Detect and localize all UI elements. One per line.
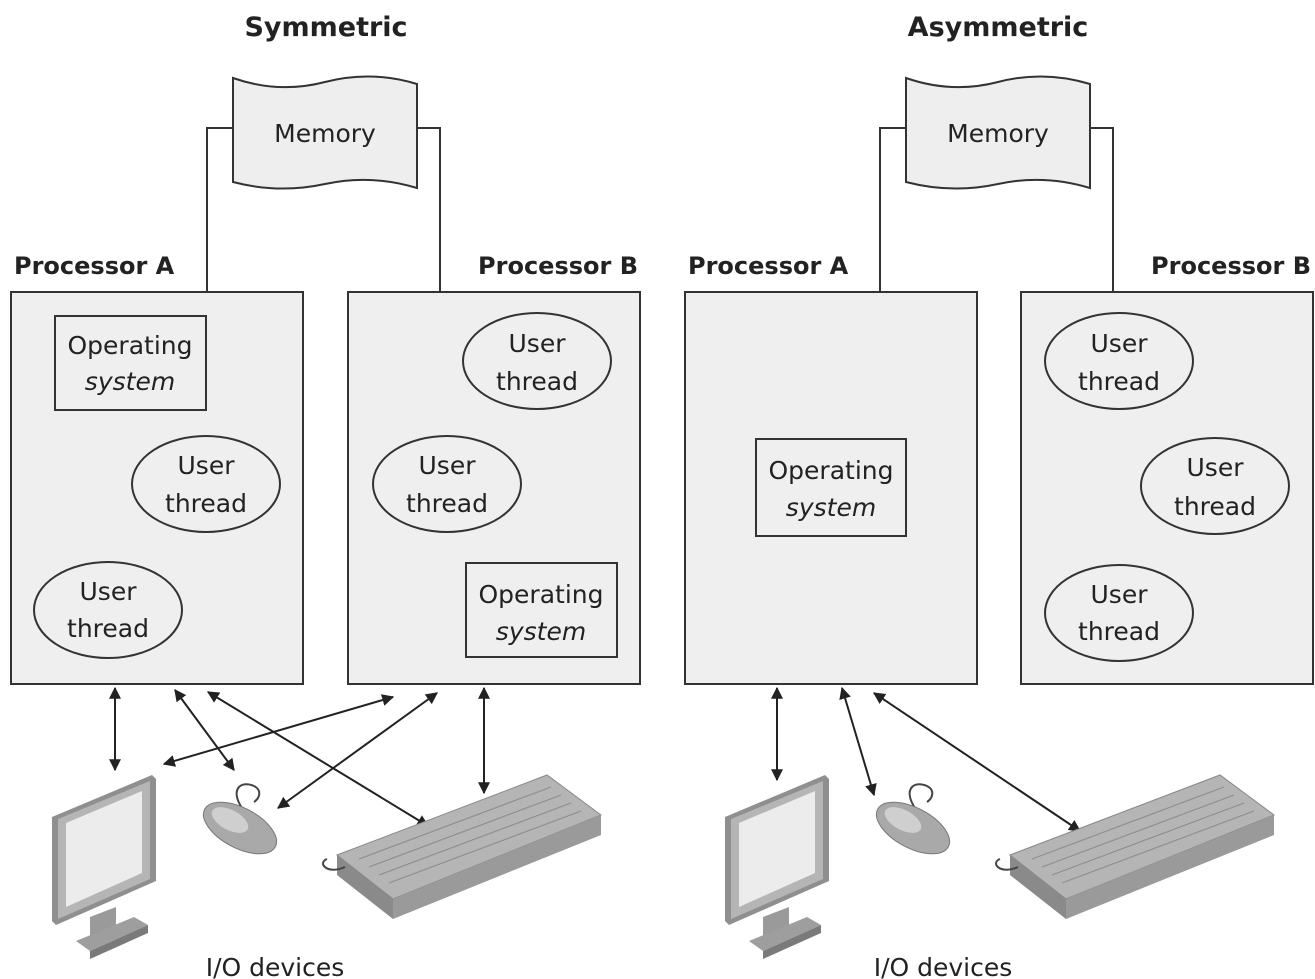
symmetric-io-devices-label: I/O devices	[206, 953, 345, 979]
asymmetric-memory-bus-a	[879, 127, 906, 292]
asymmetric-processor-b-label: Processor B	[1151, 252, 1311, 280]
keyboard-icon	[995, 774, 1275, 920]
asymmetric-processor-a-os-line2: system	[786, 493, 876, 522]
asymmetric-processor-b-box	[1020, 291, 1314, 685]
mouse-icon	[194, 783, 286, 866]
asymmetric-processor-b-thread3	[1044, 564, 1194, 662]
symmetric-title: Symmetric	[244, 12, 407, 43]
asymmetric-arrow-a-keyboard	[873, 692, 1081, 832]
symmetric-processor-b-thread1-line1: User	[509, 329, 567, 358]
symmetric-processor-a-os-line1: Operating	[68, 331, 193, 360]
symmetric-arrow-b-monitor	[162, 694, 395, 767]
asymmetric-processor-a-box	[684, 291, 978, 685]
asymmetric-processor-b-thread2-line2: thread	[1174, 492, 1256, 521]
asymmetric-processor-a-label: Processor A	[688, 252, 849, 280]
symmetric-processor-a-thread2-line1: User	[80, 577, 138, 606]
asymmetric-processor-a-os-box	[755, 438, 907, 537]
asymmetric-io-devices-label: I/O devices	[874, 953, 1013, 979]
symmetric-processor-b-thread2-line1: User	[419, 451, 477, 480]
asymmetric-title: Asymmetric	[908, 12, 1089, 43]
symmetric-processor-b-os-line2: system	[496, 617, 586, 646]
symmetric-memory-bus-a	[206, 127, 233, 292]
asymmetric-memory-label: Memory	[947, 119, 1049, 148]
symmetric-processor-a-thread1-line2: thread	[165, 489, 247, 518]
monitor-icon	[52, 775, 156, 959]
symmetric-processor-b-box	[347, 291, 641, 685]
asymmetric-processor-a-os-line1: Operating	[769, 456, 894, 485]
symmetric-processor-a-label: Processor A	[14, 252, 175, 280]
asymmetric-memory-bus-b	[1090, 127, 1114, 292]
symmetric-memory-bus-b	[417, 127, 441, 292]
symmetric-processor-b-os-line1: Operating	[479, 580, 604, 609]
symmetric-processor-a-os-box	[54, 315, 207, 411]
symmetric-processor-a-os-line2: system	[85, 367, 175, 396]
symmetric-processor-b-label: Processor B	[478, 252, 638, 280]
symmetric-processor-b-thread2	[372, 435, 522, 533]
asymmetric-processor-b-thread1-line2: thread	[1078, 367, 1160, 396]
symmetric-processor-a-thread1-line1: User	[178, 451, 236, 480]
mouse-icon	[867, 783, 959, 866]
symmetric-processor-a-thread2	[33, 561, 183, 659]
keyboard-icon	[322, 774, 602, 920]
asymmetric-processor-b-thread1	[1044, 312, 1194, 410]
monitor-icon	[725, 775, 829, 959]
asymmetric-processor-b-thread3-line2: thread	[1078, 617, 1160, 646]
symmetric-arrow-b-mouse	[277, 692, 438, 809]
symmetric-processor-a-thread2-line2: thread	[67, 614, 149, 643]
symmetric-processor-b-thread2-line2: thread	[406, 489, 488, 518]
symmetric-processor-b-thread1	[462, 312, 612, 410]
asymmetric-processor-b-thread1-line1: User	[1091, 329, 1149, 358]
symmetric-processor-b-os-box	[465, 562, 618, 658]
asymmetric-processor-b-thread2	[1140, 437, 1290, 535]
symmetric-memory-label: Memory	[274, 119, 376, 148]
asymmetric-processor-b-thread3-line1: User	[1091, 580, 1149, 609]
symmetric-processor-a-thread1	[131, 435, 281, 533]
asymmetric-processor-b-thread2-line1: User	[1187, 453, 1245, 482]
symmetric-processor-a-box	[10, 291, 304, 685]
symmetric-processor-b-thread1-line2: thread	[496, 367, 578, 396]
asymmetric-arrow-a-mouse	[839, 686, 877, 797]
